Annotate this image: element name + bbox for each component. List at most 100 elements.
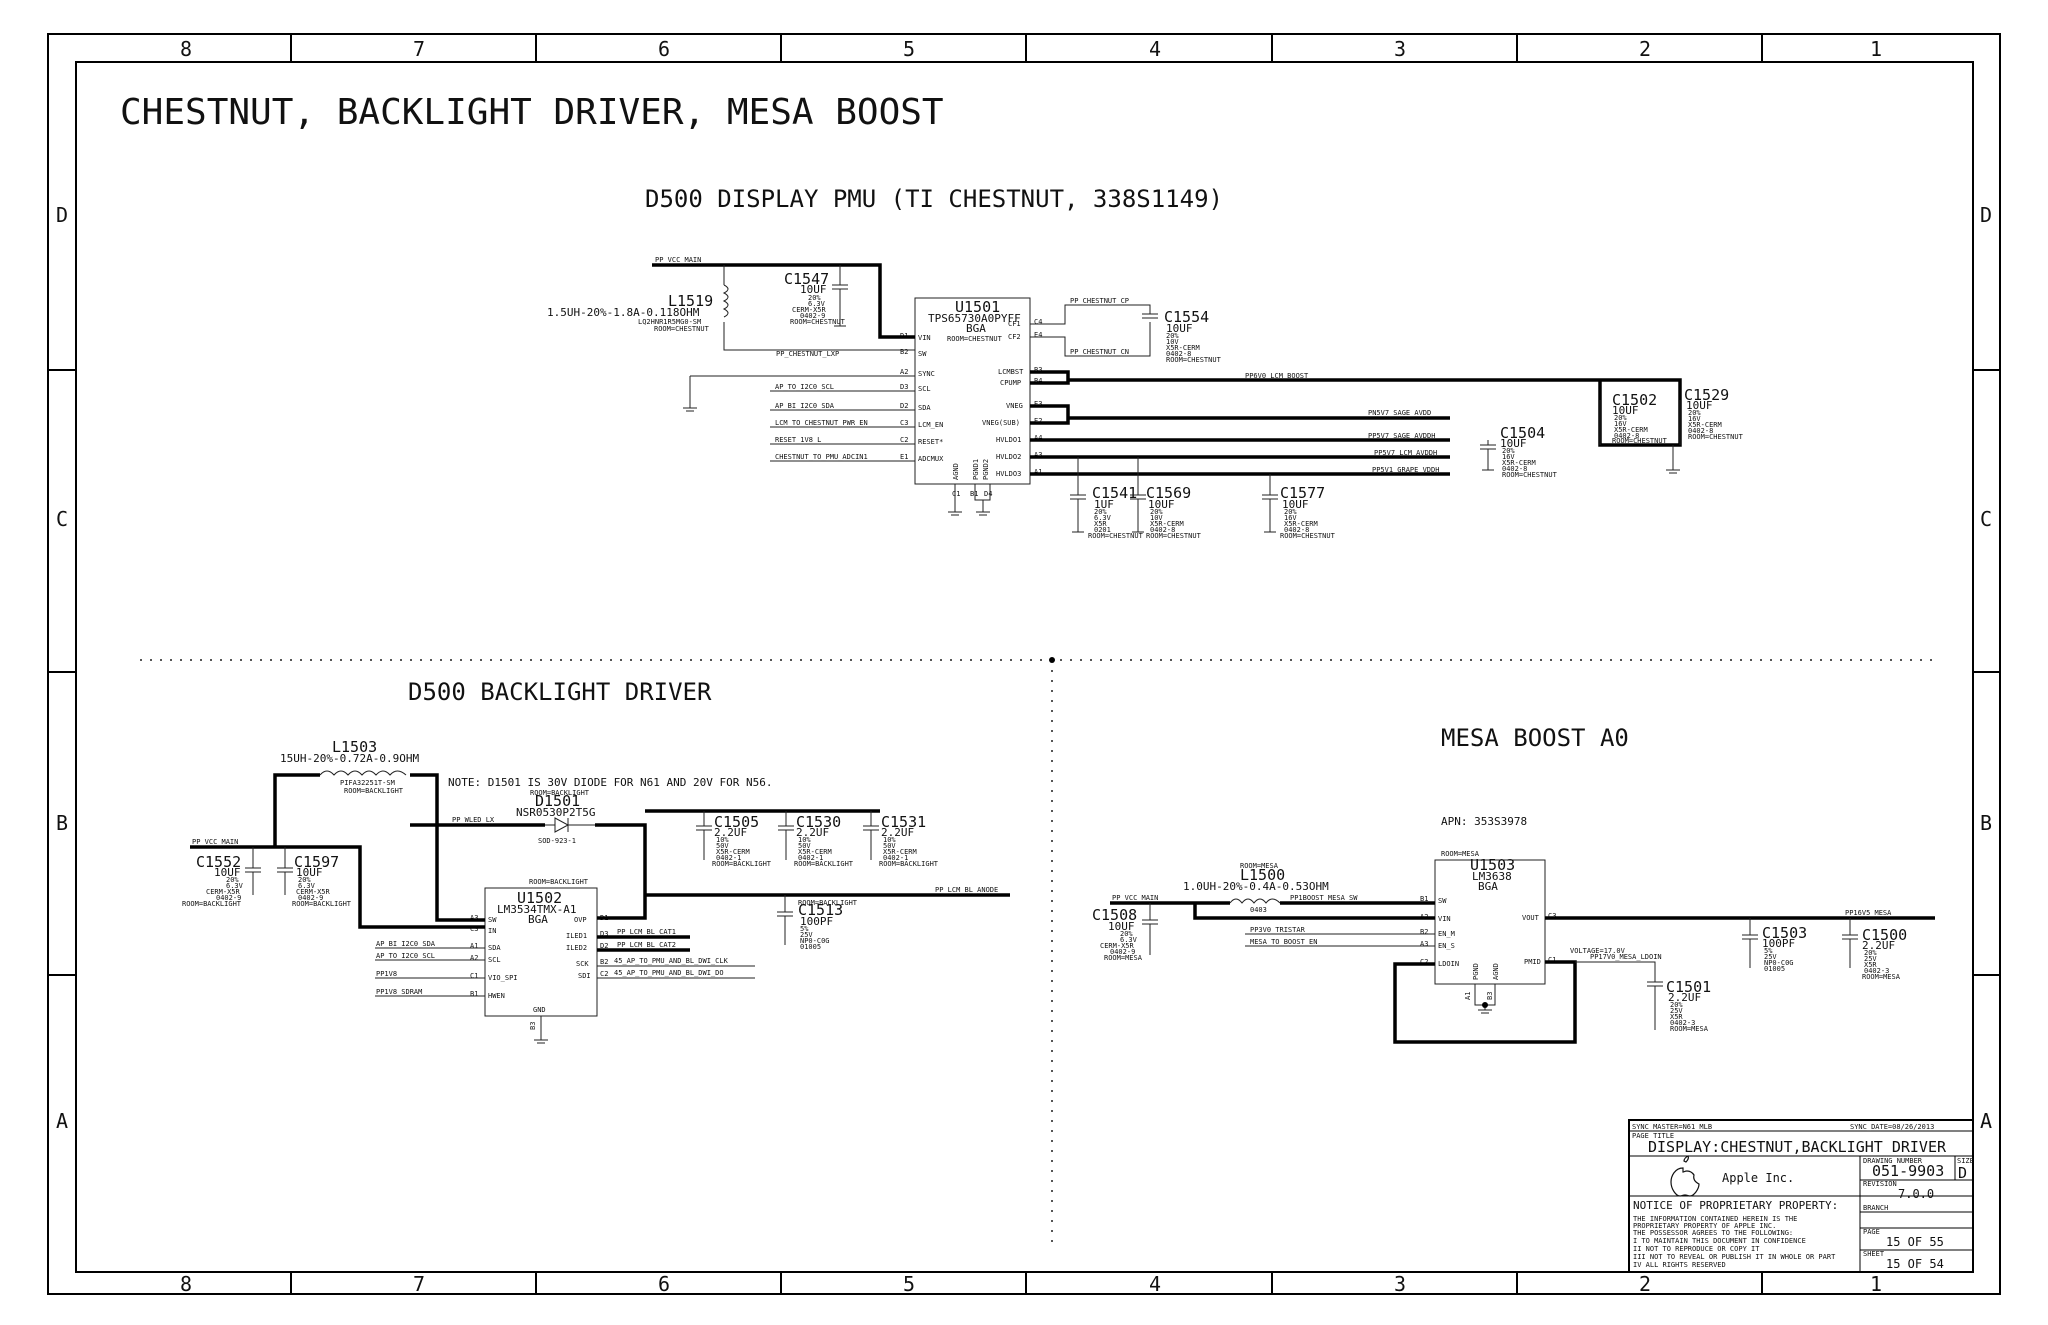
ball-label: A1 xyxy=(1034,468,1042,476)
pin-label: LCMBST xyxy=(998,368,1024,376)
c1547-symbol xyxy=(832,265,848,327)
sheet-label: SHEET xyxy=(1863,1250,1885,1258)
c1541-size: 0201 xyxy=(1094,526,1111,534)
pin-label: PMID xyxy=(1524,958,1541,966)
l1500-value: 1.0UH-20%-0.4A-0.53OHM xyxy=(1183,880,1329,893)
page-title-label: PAGE TITLE xyxy=(1632,1132,1674,1140)
ball-label: B2 xyxy=(600,958,608,966)
c1569-room: ROOM=CHESTNUT xyxy=(1146,532,1202,540)
l1519-coil xyxy=(722,284,729,318)
backlight-section: U1502 LM3534TMX-A1 BGA ROOM=BACKLIGHT SW… xyxy=(182,738,1010,1044)
c1503-tol: 5% xyxy=(1764,947,1773,955)
c1505-value: 2.2UF xyxy=(714,826,747,839)
col-label: 1 xyxy=(1870,37,1882,61)
d1501-pkg: SOD-923-1 xyxy=(538,837,576,845)
c1529-diel: X5R-CERM xyxy=(1688,421,1722,429)
notice-line: IV ALL RIGHTS RESERVED xyxy=(1633,1261,1726,1269)
pin-label: PGND xyxy=(1472,963,1480,980)
pin-label: EN_M xyxy=(1438,930,1455,938)
c1554-diel: X5R-CERM xyxy=(1166,344,1200,352)
section-title-pmu: D500 DISPLAY PMU (TI CHESTNUT, 338S1149) xyxy=(645,185,1223,213)
ball-label: B1 xyxy=(970,490,978,498)
c1597-room: ROOM=BACKLIGHT xyxy=(292,900,352,908)
c1547-size: 0402-9 xyxy=(800,312,825,320)
u1501-pkg: BGA xyxy=(966,322,986,335)
u1501-chip xyxy=(914,297,1031,485)
pin-label: EN_S xyxy=(1438,942,1455,950)
net-label: PP5V7_LCM_AVDDH xyxy=(1374,449,1437,457)
l1503-coil xyxy=(319,770,407,776)
c1531-tol: 10% xyxy=(883,836,896,844)
c1552-tol: 20% xyxy=(226,876,239,884)
col-label: 5 xyxy=(903,1272,915,1296)
l1503-room: ROOM=BACKLIGHT xyxy=(344,787,404,795)
notice-line: THE INFORMATION CONTAINED HEREIN IS THE xyxy=(1633,1215,1797,1223)
wire-l1519 xyxy=(723,265,915,351)
drawing-number-label: DRAWING NUMBER xyxy=(1863,1157,1923,1165)
u1502-left-pins: SW IN SDA SCL VIO_SPI HWEN A3 C3 A1 A2 C… xyxy=(470,914,518,1000)
col-label: 8 xyxy=(180,37,192,61)
boost-cap-leads xyxy=(1599,400,1681,445)
c1531-value: 2.2UF xyxy=(881,826,914,839)
c1530-volt: 50V xyxy=(798,842,811,850)
col-label: 4 xyxy=(1149,1272,1161,1296)
row-label: B xyxy=(1980,811,1992,835)
net-label: PP_LCM_BL_CAT2 xyxy=(617,941,676,949)
company-name: Apple Inc. xyxy=(1722,1171,1794,1185)
pin-label: IN xyxy=(488,927,496,935)
net-label: PP_VCC_MAIN xyxy=(655,256,701,264)
net-label: PP_CHESTNUT_CP xyxy=(1070,297,1129,305)
c1504-volt: 16V xyxy=(1502,453,1515,461)
c1503-ref: C1503 xyxy=(1762,924,1807,942)
row-labels-right: D C B A xyxy=(1980,203,1992,1133)
ball-label: B4 xyxy=(1034,377,1042,385)
pin-label: SDA xyxy=(918,404,931,412)
c1531-size: 0402-1 xyxy=(883,854,908,862)
c1597-symbol xyxy=(277,847,293,895)
c1505-diel: X5R-CERM xyxy=(716,848,750,856)
c1508-ref: C1508 xyxy=(1092,906,1137,924)
c1531-symbol xyxy=(863,811,879,860)
pin-label: PGND2 xyxy=(982,459,990,480)
c1501-ref: C1501 xyxy=(1666,978,1711,996)
wire-ovp xyxy=(595,823,647,920)
c1529-volt: 16V xyxy=(1688,415,1701,423)
c1569-tol: 20% xyxy=(1150,508,1163,516)
c1500-size: 0402-3 xyxy=(1864,967,1889,975)
c1500-diel: X5R xyxy=(1864,961,1877,969)
c1597-value: 10UF xyxy=(296,866,323,879)
c1513-volt: 25V xyxy=(800,931,813,939)
u1503-right-pins: VOUT PMID C3 C1 xyxy=(1522,912,1556,966)
size-value: D xyxy=(1958,1164,1967,1182)
net-label: PP_VCC_MAIN xyxy=(192,838,238,846)
wire-cn xyxy=(1030,313,1158,357)
ball-label: E1 xyxy=(900,453,908,461)
c1503-value: 100PF xyxy=(1762,937,1795,950)
d1501-part: NSR0530P2T5G xyxy=(516,806,595,819)
notice-title: NOTICE OF PROPRIETARY PROPERTY: xyxy=(1633,1199,1838,1212)
boost-ground xyxy=(1666,445,1680,474)
ball-label: A3 xyxy=(1420,940,1428,948)
l1519-part: LQ2HNR1R5MG0-SM xyxy=(638,318,701,326)
c1503-size: 01005 xyxy=(1764,965,1785,973)
c1530-ref: C1530 xyxy=(796,813,841,831)
ball-label: D4 xyxy=(984,490,992,498)
ball-label: A1 xyxy=(470,942,478,950)
title-block-page-title: DISPLAY:CHESTNUT,BACKLIGHT DRIVER xyxy=(1648,1138,1947,1156)
ball-label: A3 xyxy=(470,914,478,922)
c1504-value: 10UF xyxy=(1500,437,1527,450)
c1541-tol: 20% xyxy=(1094,508,1107,516)
net-label: AP_TO_I2C0_SCL xyxy=(376,952,435,960)
pin-label: SDA xyxy=(488,944,501,952)
junction-dot xyxy=(1482,1002,1488,1008)
notice-line: I TO MAINTAIN THIS DOCUMENT IN CONFIDENC… xyxy=(1633,1237,1806,1245)
c1597-volt: 6.3V xyxy=(298,882,316,890)
ball-label: D3 xyxy=(600,930,608,938)
c1554-value: 10UF xyxy=(1166,322,1193,335)
pin-label: HWEN xyxy=(488,992,505,1000)
c1554-size: 0402-8 xyxy=(1166,350,1191,358)
c1552-value: 10UF xyxy=(214,866,241,879)
l1519-room: ROOM=CHESTNUT xyxy=(654,325,710,333)
u1503-part: LM3638 xyxy=(1472,870,1512,883)
